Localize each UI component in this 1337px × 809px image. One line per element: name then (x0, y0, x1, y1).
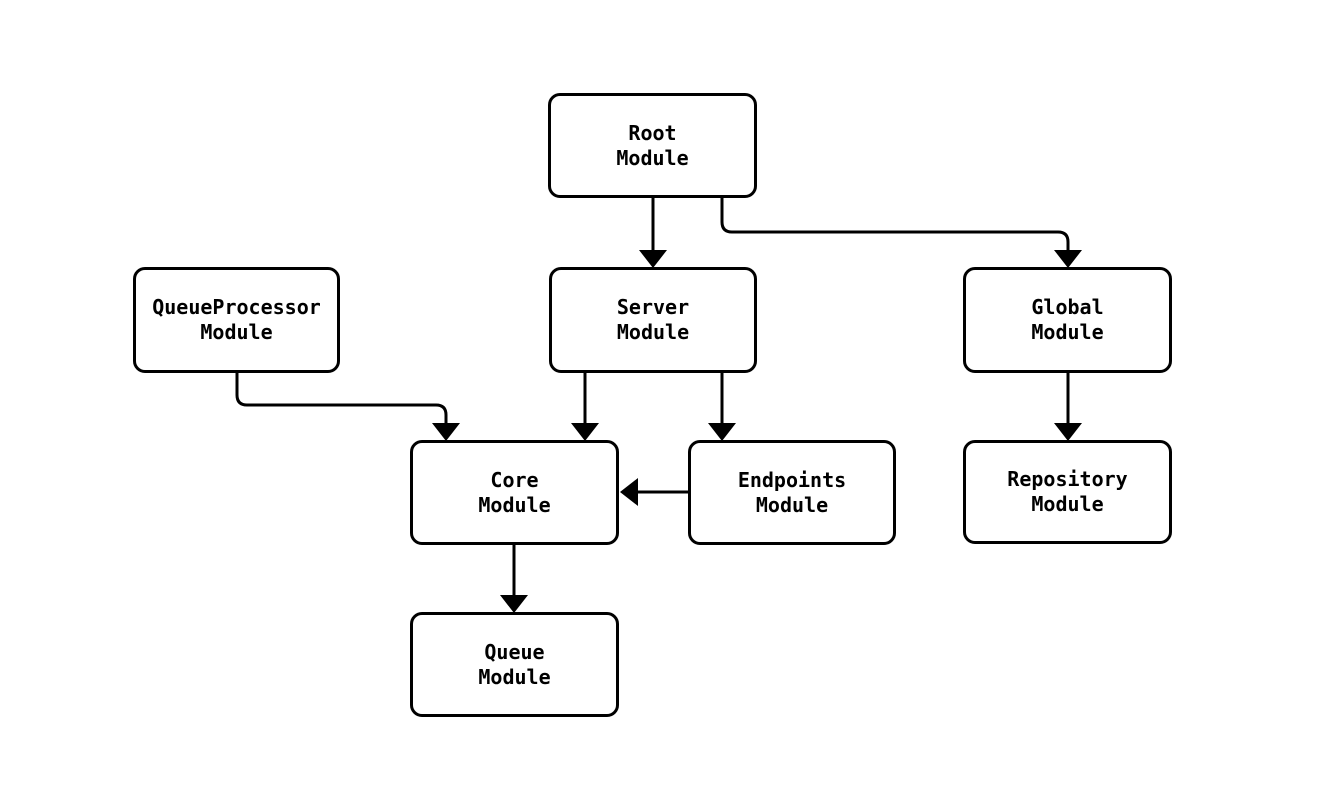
node-server-module: Server Module (549, 267, 757, 373)
edge-queueprocessor-to-core (235, 373, 448, 423)
node-label-line2: Module (478, 664, 551, 689)
arrowhead-queueprocessor-to-core (432, 423, 460, 441)
node-label-line1: Endpoints (737, 467, 847, 492)
node-label-line2: Module (478, 492, 551, 517)
edge-root-to-global (720, 198, 1070, 250)
node-global-module: Global Module (963, 267, 1172, 373)
node-label-line1: Server (616, 295, 690, 319)
arrowhead-server-to-endpoints (708, 423, 736, 441)
node-repository-module: Repository Module (963, 440, 1172, 544)
node-queueprocessor-module: QueueProcessor Module (133, 267, 340, 373)
node-label-line1: Core (490, 467, 539, 492)
node-label-line2: Module (1031, 492, 1104, 516)
node-label-line2: Module (755, 492, 829, 517)
arrowhead-root-to-server (639, 250, 667, 268)
node-label-line2: Module (200, 320, 273, 344)
node-label-line1: Global (1031, 295, 1104, 319)
arrowhead-server-to-core (571, 423, 599, 441)
node-label-line2: Module (1031, 320, 1104, 344)
node-endpoints-module: Endpoints Module (688, 440, 896, 545)
arrowhead-endpoints-to-core (620, 478, 638, 506)
node-label-line1: Root (628, 120, 677, 145)
arrowhead-global-to-repository (1054, 423, 1082, 441)
node-label-line2: Module (616, 320, 690, 344)
arrowhead-root-to-global (1054, 250, 1082, 268)
node-core-module: Core Module (410, 440, 619, 545)
node-root-module: Root Module (548, 93, 757, 198)
node-label-line1: QueueProcessor (152, 295, 321, 319)
arrowhead-core-to-queue (500, 595, 528, 613)
node-queue-module: Queue Module (410, 612, 619, 717)
node-label-line2: Module (616, 145, 689, 170)
node-label-line1: Queue (484, 639, 545, 664)
node-label-line1: Repository (1007, 467, 1128, 491)
